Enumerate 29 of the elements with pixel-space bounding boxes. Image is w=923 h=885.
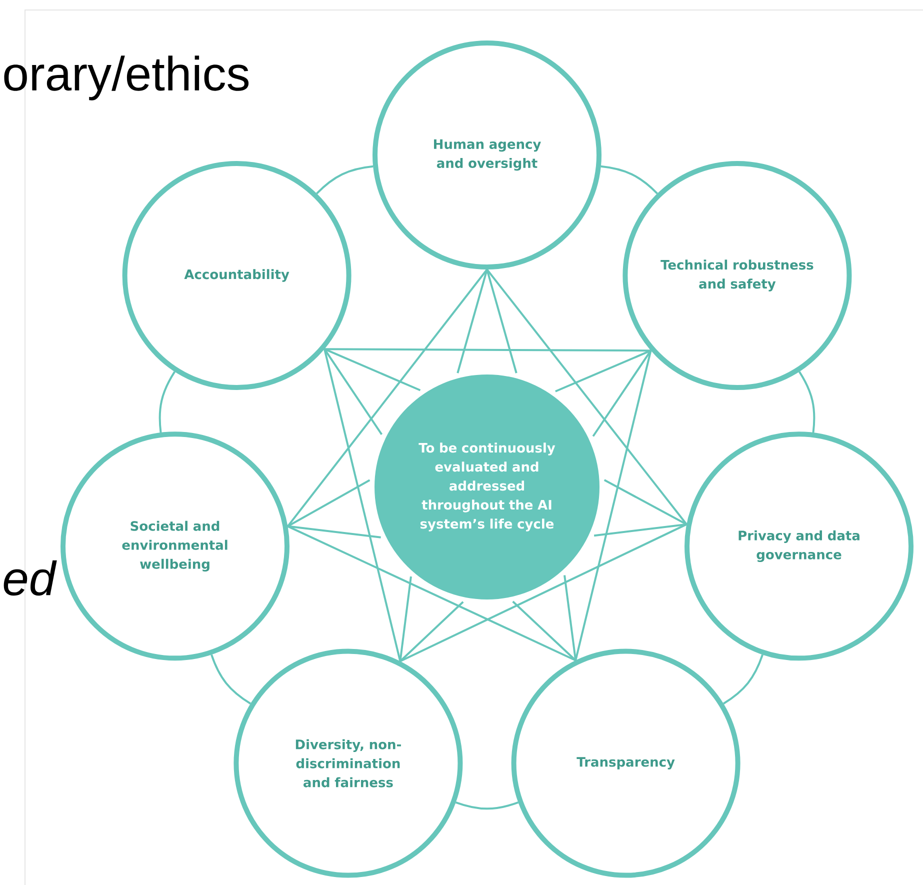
connector-line bbox=[324, 348, 651, 352]
connector-line bbox=[555, 350, 652, 392]
connector-line bbox=[324, 348, 421, 392]
connector-line bbox=[604, 479, 688, 526]
connector-line bbox=[512, 600, 576, 662]
connector-line bbox=[400, 601, 464, 662]
ring-arc bbox=[722, 654, 764, 704]
connector-line bbox=[288, 525, 381, 538]
ring-arc bbox=[455, 802, 519, 810]
connector-line bbox=[486, 269, 518, 374]
ring-arc bbox=[158, 371, 176, 433]
connector-line bbox=[592, 350, 652, 437]
connector-line bbox=[574, 350, 652, 661]
connector-line bbox=[594, 523, 687, 537]
connector-line bbox=[399, 576, 412, 662]
slide-heading-fragment: orary/ethics bbox=[4, 56, 249, 100]
ring-arc bbox=[600, 165, 658, 194]
connector-line bbox=[456, 269, 488, 374]
connector-line bbox=[287, 525, 576, 662]
connector-line bbox=[486, 268, 688, 525]
connector-line bbox=[400, 523, 688, 662]
connector-line bbox=[564, 575, 577, 660]
ring-arc bbox=[210, 654, 252, 704]
connector-line bbox=[324, 348, 402, 662]
ring-arc bbox=[316, 165, 374, 194]
connector-line bbox=[287, 479, 370, 528]
ring-arc bbox=[798, 371, 816, 433]
connector-line bbox=[286, 268, 488, 527]
connector-line bbox=[324, 348, 383, 436]
